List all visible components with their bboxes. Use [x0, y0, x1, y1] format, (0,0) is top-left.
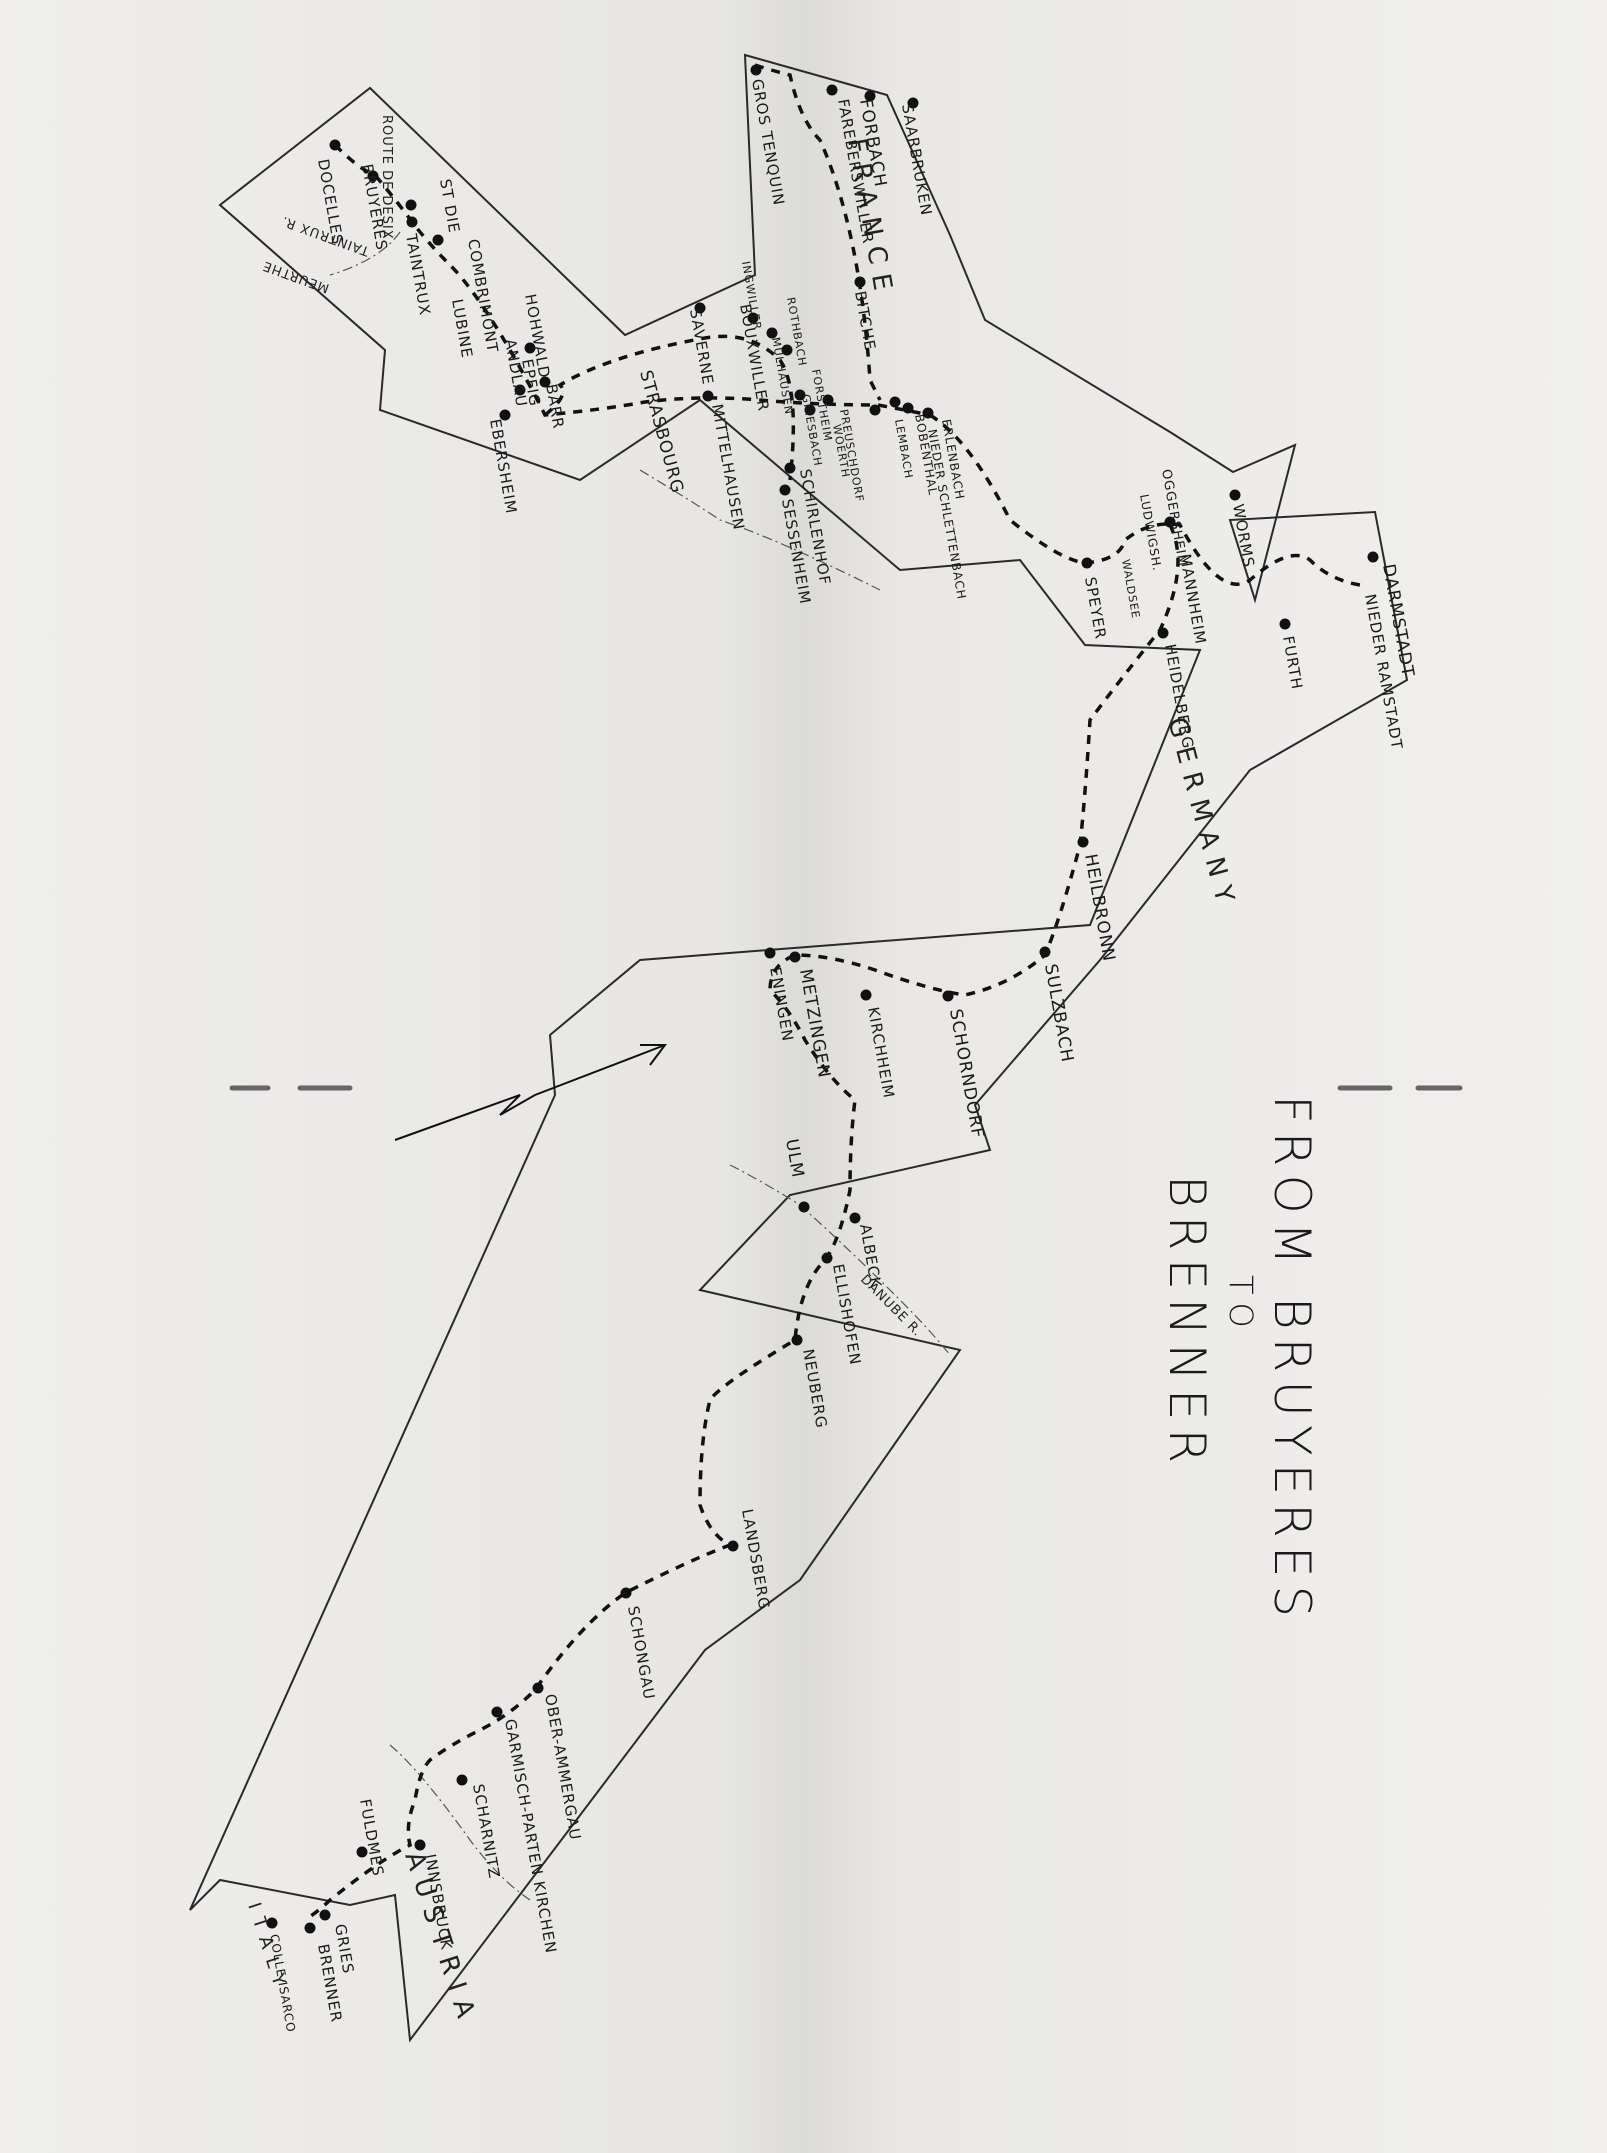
route-path: [304, 63, 1361, 1922]
town-dot-schorndorf: [942, 990, 954, 1002]
label-lubine: LUBINE: [448, 298, 476, 360]
town-dot-preuschdorf: [822, 394, 834, 406]
town-dot-landsberg: [727, 1540, 739, 1552]
label-speyer: SPEYER: [1081, 576, 1110, 641]
town-dot-furth: [1279, 618, 1291, 630]
north-arrow-icon: [394, 1044, 667, 1141]
town-dot-ebersheim: [499, 409, 511, 421]
town-dot-fuldmes: [356, 1846, 368, 1858]
label-neuberg: NEUBERG: [799, 1348, 831, 1430]
town-dot-ludwigshafen: [1164, 516, 1176, 528]
town-dot-lembach: [889, 396, 901, 408]
label-ludwigshafen: LUDWIGSH.: [1137, 493, 1164, 572]
label-ulm: ULM: [781, 1137, 808, 1179]
label-fuldmes: FULDMES: [356, 1798, 387, 1878]
town-dot-combrimont: [432, 234, 444, 246]
town-dot-farebersviller: [826, 84, 838, 96]
town-dot-bitche: [854, 276, 866, 288]
town-dot-hohwald: [524, 342, 536, 354]
label-saarbrucken: SAARBRUKEN: [898, 103, 935, 218]
label-scharnitz: SCHARNITZ: [469, 1783, 503, 1881]
town-dot-mulhausen: [781, 344, 793, 356]
label-waldsee: WALDSEE: [1119, 558, 1142, 620]
label-kirchheim: KIRCHHEIM: [864, 1006, 898, 1101]
town-dot-neuberg: [791, 1334, 803, 1346]
town-dot-ellishofen: [821, 1252, 833, 1264]
town-dot-oberammergau: [532, 1682, 544, 1694]
label-mannheim: MANNHEIM: [1176, 553, 1210, 647]
route-desix-label: ROUTE DE DESIX: [379, 115, 394, 240]
label-sulzbach: SULZBACH: [1040, 962, 1077, 1064]
town-dot-saarbrucken: [907, 97, 919, 109]
town-dot-sessenheim: [779, 484, 791, 496]
town-dot-scharnitz: [456, 1774, 468, 1786]
title-line-3: BRENNER: [1158, 1175, 1216, 1471]
label-rothbach: ROTHBACH: [784, 296, 809, 367]
town-dot-bruyeres: [367, 170, 379, 182]
town-dot-st-die: [405, 199, 417, 211]
label-furth: FURTH: [1279, 635, 1306, 692]
town-dot-speyer: [1081, 557, 1093, 569]
label-worms: WORMS: [1229, 503, 1258, 570]
town-dot-taintrux: [406, 216, 418, 228]
label-ellishofen: ELLISHOFEN: [829, 1263, 865, 1367]
town-dot-colle-isarco: [266, 1917, 278, 1929]
town-dot-schirlenhof: [784, 462, 796, 474]
town-labels: DOCELLES BRUYERES ST DIE TAINTRUX COMBRI…: [267, 78, 1418, 2034]
town-dot-metzingen: [789, 951, 801, 963]
label-schongau: SCHONGAU: [624, 1605, 658, 1702]
town-dot-gros-tenquin: [750, 64, 762, 76]
town-dot-bobenthal: [902, 402, 914, 414]
river-meurthe-label: MEURTHE: [260, 257, 331, 295]
town-dot-heidelberg: [1157, 627, 1169, 639]
town-markers: [266, 64, 1379, 1934]
region-outline: [189, 53, 1409, 2043]
label-ebersheim: EBERSHEIM: [486, 418, 520, 516]
town-dot-gries: [319, 1909, 331, 1921]
town-dot-heilbronn: [1077, 836, 1089, 848]
town-dot-albeck: [849, 1212, 861, 1224]
town-dot-saverne: [694, 302, 706, 314]
label-oberammergau: OBER-AMMERGAU: [541, 1693, 584, 1842]
town-dot-docelles: [329, 139, 341, 151]
label-st-die: ST DIE: [436, 178, 463, 235]
map-title: FROM BRUYERES TO BRENNER: [1158, 1095, 1321, 1625]
town-dot-brenner: [304, 1922, 316, 1934]
town-dot-schongau: [620, 1587, 632, 1599]
town-dot-woerth: [869, 404, 881, 416]
label-gros-tenquin: GROS TENQUIN: [748, 78, 788, 208]
town-dot-garmisch: [491, 1706, 503, 1718]
town-dot-darmstadt: [1367, 551, 1379, 563]
town-dot-ulm: [798, 1201, 810, 1213]
town-dot-sulzbach: [1039, 946, 1051, 958]
country-germany: GERMANY: [1161, 714, 1242, 915]
label-schorndorf: SCHORNDORF: [945, 1007, 988, 1140]
town-dot-epfig: [514, 384, 526, 396]
title-line-1: FROM BRUYERES: [1263, 1095, 1321, 1625]
town-dot-griesbach: [804, 404, 816, 416]
town-dot-kirchheim: [860, 989, 872, 1001]
rivers: [329, 231, 951, 1901]
town-dot-barr: [539, 376, 551, 388]
label-barr: BARR: [542, 383, 568, 431]
label-metzingen: METZINGEN: [795, 967, 834, 1080]
title-line-2: TO: [1222, 1275, 1260, 1336]
town-dot-forstheim: [794, 389, 806, 401]
town-dot-rothbach: [766, 327, 778, 339]
town-dot-worms: [1229, 489, 1241, 501]
label-lembach: LEMBACH: [892, 418, 915, 480]
label-landsberg: LANDSBERG: [738, 1508, 773, 1612]
town-dot-mittelhausen: [702, 390, 714, 402]
label-eningen: ENINGEN: [766, 966, 797, 1044]
town-dot-erlenbach: [922, 407, 934, 419]
label-strasbourg: STRASBOURG: [635, 368, 687, 496]
town-dot-innsbruck: [414, 1839, 426, 1851]
town-dot-eningen: [764, 947, 776, 959]
town-dot-forbach: [864, 90, 876, 102]
label-mittelhausen: MITTELHAUSEN: [708, 403, 748, 532]
town-dot-bouxwiller: [747, 312, 759, 324]
label-saverne: SAVERNE: [686, 308, 717, 387]
